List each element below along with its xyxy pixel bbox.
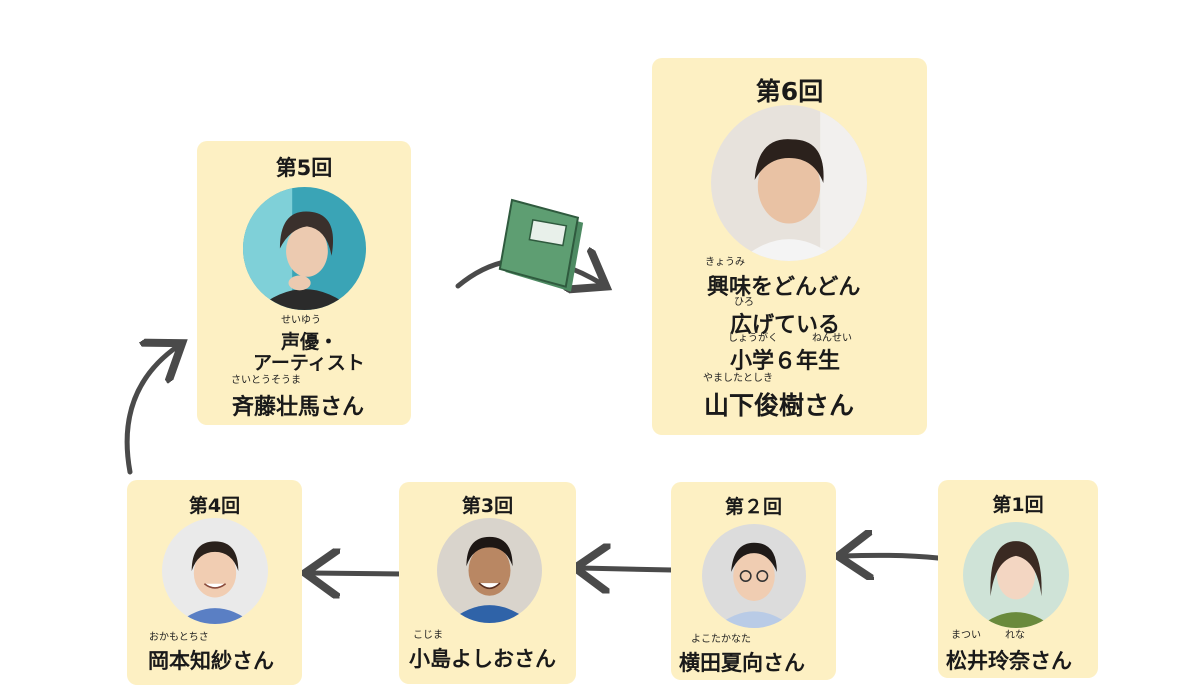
- ruby: きょうみ: [705, 257, 745, 268]
- ruby: やましたとしき: [703, 373, 773, 384]
- person-name: 岡本知紗さん: [148, 649, 274, 673]
- person-name: 斉藤壮馬さん: [232, 395, 365, 420]
- ruby: ひろ: [734, 297, 754, 308]
- caption-line-1: 声優・: [281, 331, 339, 353]
- ruby: よこたかなた: [691, 634, 751, 645]
- book-icon: [498, 198, 584, 292]
- ruby: おかもとちさ: [149, 632, 209, 643]
- avatar: [702, 524, 806, 628]
- round-label: 第3回: [461, 495, 514, 517]
- ruby: こじま: [413, 630, 443, 641]
- person-name: 小島よしおさん: [409, 647, 556, 671]
- round-label: 第6回: [755, 77, 824, 106]
- card-round-5: 第5回 せいゆう 声優・ アーティスト さいとうそうま 斉藤壮馬さん: [197, 141, 411, 425]
- avatar: [437, 518, 542, 623]
- round-label: 第5回: [275, 156, 333, 180]
- card-round-2: 第２回 よこたかなた 横田夏向さん: [671, 482, 836, 680]
- person-name: 山下俊樹さん: [704, 391, 855, 420]
- ruby: ねんせい: [812, 333, 852, 344]
- ruby: しょうがく: [728, 333, 778, 344]
- person-name: 横田夏向さん: [679, 651, 805, 675]
- ruby: せいゆう: [281, 315, 321, 326]
- card-round-4: 第4回 おかもとちさ 岡本知紗さん: [127, 480, 302, 685]
- avatar: [243, 187, 366, 310]
- arrow-r3-to-r4: [310, 573, 406, 574]
- caption-line-2: 広げている: [730, 313, 841, 338]
- arrow-r1-to-r2: [843, 555, 941, 558]
- arrow-r4-to-r5: [124, 346, 178, 475]
- ruby: さいとうそうま: [231, 375, 301, 386]
- caption-line-2: アーティスト: [253, 352, 365, 374]
- avatar: [162, 518, 268, 624]
- caption-line-3: 小学６年生: [730, 349, 841, 374]
- card-round-1: 第1回 まつい れな 松井玲奈さん: [938, 480, 1098, 678]
- ruby: まつい: [951, 630, 981, 641]
- arrow-r2-to-r3: [580, 568, 675, 570]
- caption-line-1: 興味をどんどん: [707, 275, 861, 300]
- avatar: [711, 105, 867, 261]
- round-label: 第２回: [724, 496, 782, 518]
- round-label: 第4回: [188, 495, 241, 517]
- person-name: 松井玲奈さん: [946, 649, 1072, 673]
- ruby: れな: [1005, 630, 1025, 641]
- round-label: 第1回: [992, 494, 1044, 516]
- card-round-3: 第3回 こじま 小島よしおさん: [399, 482, 576, 684]
- avatar: [963, 522, 1069, 628]
- card-round-6: 第6回 きょうみ 興味をどんどん ひろ 広げている しょうがく ねんせい 小学６…: [652, 58, 927, 435]
